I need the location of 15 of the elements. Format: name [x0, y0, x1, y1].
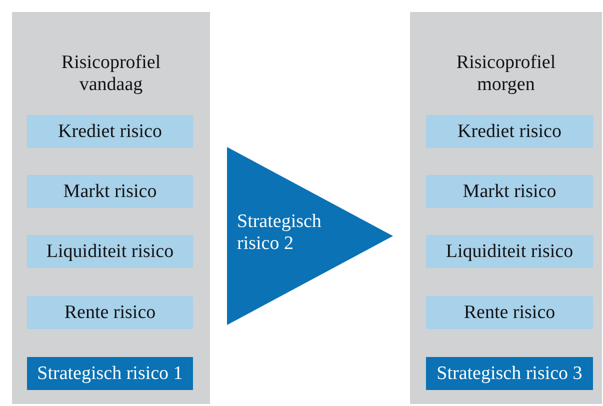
- triangle-label: Strategisch risico 2: [237, 211, 322, 255]
- risk-box: Rente risico: [27, 296, 193, 329]
- risk-box: Markt risico: [426, 175, 593, 208]
- highlighted-risk-box: Strategisch risico 3: [426, 357, 593, 390]
- profile-panel: [410, 12, 602, 404]
- risk-box: Markt risico: [27, 175, 193, 208]
- risk-box: Liquiditeit risico: [426, 235, 593, 268]
- profile-panel: [12, 12, 210, 404]
- risk-box: Liquiditeit risico: [27, 235, 193, 268]
- panel-heading: Risicoprofiel vandaag: [60, 52, 162, 96]
- risk-box: Krediet risico: [426, 115, 593, 148]
- risk-box: Rente risico: [426, 296, 593, 329]
- panel-heading: Risicoprofiel morgen: [455, 52, 557, 96]
- risk-box: Krediet risico: [27, 115, 193, 148]
- highlighted-risk-box: Strategisch risico 1: [27, 357, 193, 390]
